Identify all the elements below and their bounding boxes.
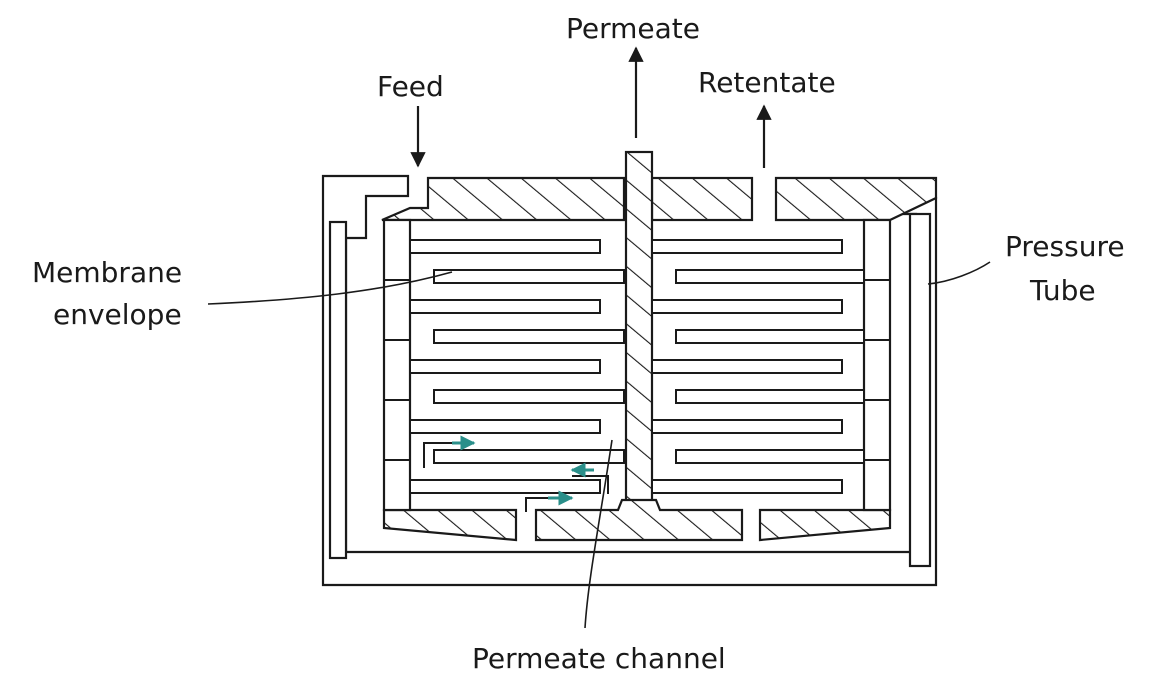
channel-leader [584,439,613,629]
permeate-tube [624,150,654,506]
membrane-envelopes-left [409,239,625,494]
membrane-leader [207,271,453,305]
feed-label: Feed [377,70,444,103]
membrane-envelope-label-line1: Membrane [32,256,182,289]
flow-path [423,435,609,512]
pressure-leader [927,261,991,285]
permeate-channel-label: Permeate channel [472,642,726,675]
retentate-label: Retentate [698,66,836,99]
pressure-tube-label-line1: Pressure [1005,230,1125,263]
permeate-label: Permeate [566,12,700,45]
membrane-envelope-label-line2: envelope [53,298,182,331]
inner-wall [382,218,892,512]
bottom-end-cap [382,498,892,542]
pressure-tube [321,174,938,587]
top-end-cap [381,176,938,222]
pressure-tube-label-line2: Tube [1029,274,1096,307]
membrane-envelopes-right [651,239,865,494]
